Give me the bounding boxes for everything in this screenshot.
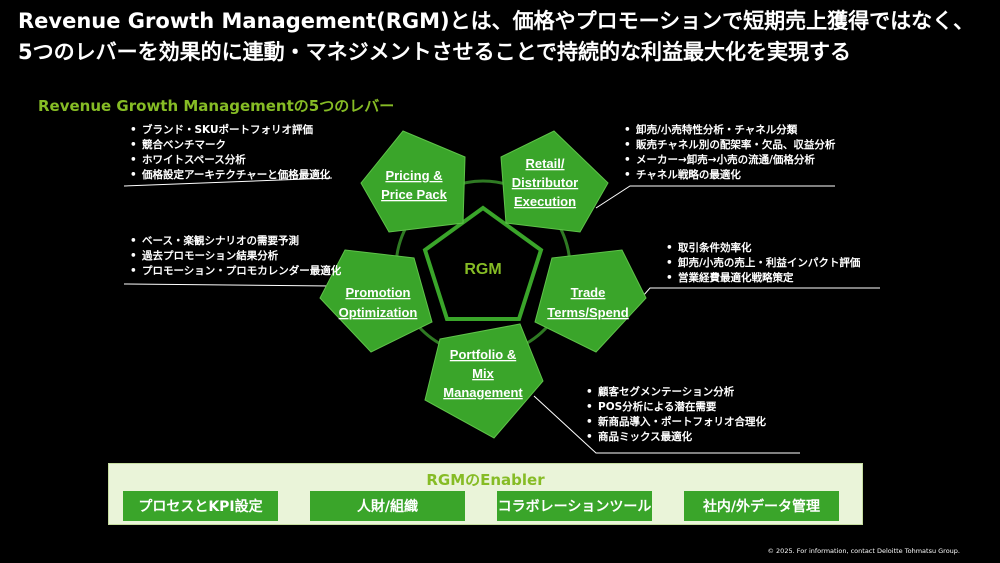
promotion-pentagon[interactable] (319, 249, 433, 353)
trade-label-line1: Trade (571, 285, 606, 300)
retail-label-line1: Retail/ (525, 156, 564, 171)
portfolio-label-line2: Mix (472, 366, 494, 381)
section-subtitle: Revenue Growth Managementの5つのレバー (38, 97, 395, 115)
portfolio-pentagon[interactable] (424, 323, 544, 439)
trade-bullets: 取引条件効率化 卸売/小売の売上・利益インパクト評価 営業経費最適化戦略策定 (664, 241, 860, 286)
list-item: 販売チャネル別の配架率・欠品、収益分析 (622, 138, 835, 153)
trade-pentagon[interactable] (534, 249, 647, 353)
list-item: 顧客セグメンテーション分析 (584, 385, 766, 400)
promotion-connector (123, 283, 332, 287)
pricing-label-line2: Price Pack (381, 187, 448, 202)
list-item: 過去プロモーション結果分析 (128, 249, 341, 264)
enabler-item-talent-org: 人財/組織 (310, 491, 465, 521)
list-item: ホワイトスペース分析 (128, 153, 330, 168)
promotion-label-line2: Optimization (339, 305, 418, 320)
retail-pentagon[interactable] (500, 130, 609, 233)
portfolio-connector (533, 395, 800, 454)
list-item: 営業経費最適化戦略策定 (664, 271, 860, 286)
retail-label-line2: Distributor (512, 175, 578, 190)
portfolio-label-line3: Management (443, 385, 523, 400)
list-item: 商品ミックス最適化 (584, 430, 766, 445)
pricing-bullets: ブランド・SKUポートフォリオ評価 競合ベンチマーク ホワイトスペース分析 価格… (128, 123, 330, 183)
enabler-item-process-kpi: プロセスとKPI設定 (123, 491, 278, 521)
list-item: 新商品導入・ポートフォリオ合理化 (584, 415, 766, 430)
enabler-item-data-management: 社内/外データ管理 (684, 491, 839, 521)
copyright-footer: © 2025. For information, contact Deloitt… (767, 547, 960, 555)
enabler-panel: RGMのEnabler プロセスとKPI設定 人財/組織 コラボレーションツール… (108, 463, 863, 525)
trade-label-line2: Terms/Spend (547, 305, 628, 320)
list-item: チャネル戦略の最適化 (622, 168, 835, 183)
list-item: ブランド・SKUポートフォリオ評価 (128, 123, 330, 138)
list-item: プロモーション・プロモカレンダー最適化 (128, 264, 341, 279)
page-title: Revenue Growth Management(RGM)とは、価格やプロモー… (18, 6, 988, 68)
pricing-pentagon[interactable] (360, 130, 466, 233)
title-line-1: Revenue Growth Management(RGM)とは、価格やプロモー… (18, 9, 975, 33)
list-item: 卸売/小売の売上・利益インパクト評価 (664, 256, 860, 271)
list-item: メーカー→卸売→小売の流通/価格分析 (622, 153, 835, 168)
list-item: 競合ベンチマーク (128, 138, 330, 153)
list-item: 取引条件効率化 (664, 241, 860, 256)
portfolio-bullets: 顧客セグメンテーション分析 POS分析による潜在需要 新商品導入・ポートフォリオ… (584, 385, 766, 445)
retail-bullets: 卸売/小売特性分析・チャネル分類 販売チャネル別の配架率・欠品、収益分析 メーカ… (622, 123, 835, 183)
enabler-item-collaboration-tools: コラボレーションツール (497, 491, 652, 521)
pricing-label-line1: Pricing & (385, 168, 442, 183)
trade-connector (635, 287, 880, 305)
list-item: 価格設定アーキテクチャーと価格最適化 (128, 168, 330, 183)
portfolio-label-line1: Portfolio & (450, 347, 516, 362)
title-line-2: 5つのレバーを効果的に連動・マネジメントさせることで持続的な利益最大化を実現する (18, 40, 851, 64)
center-pentagon (422, 205, 544, 321)
promotion-label-line1: Promotion (346, 285, 411, 300)
retail-label-line3: Execution (514, 194, 576, 209)
center-label: RGM (464, 261, 501, 278)
list-item: POS分析による潜在需要 (584, 400, 766, 415)
list-item: ベース・楽観シナリオの需要予測 (128, 234, 341, 249)
enabler-title: RGMのEnabler (426, 471, 545, 489)
list-item: 卸売/小売特性分析・チャネル分類 (622, 123, 835, 138)
retail-connector (595, 185, 835, 209)
promotion-bullets: ベース・楽観シナリオの需要予測 過去プロモーション結果分析 プロモーション・プロ… (128, 234, 341, 279)
